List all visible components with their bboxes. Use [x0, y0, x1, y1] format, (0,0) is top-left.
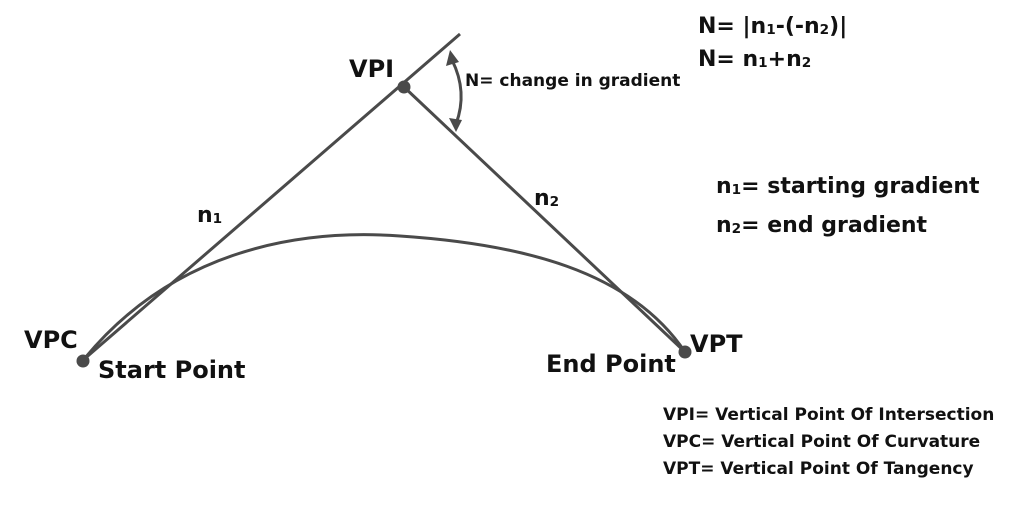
start-point-label: Start Point: [98, 356, 246, 384]
legend-vpi: VPI= Vertical Point Of Intersection: [663, 405, 995, 425]
vpi-label: VPI: [349, 55, 395, 83]
vpi-point: [397, 80, 411, 94]
vertical-curve: [83, 233, 687, 359]
formula-n-absolute: N= |n1-(-n2)|: [698, 14, 848, 39]
starting-gradient-definition: n1= starting gradient: [716, 174, 980, 199]
legend-vpt: VPT= Vertical Point Of Tangency: [663, 459, 974, 479]
tangent-line-n2: [402, 85, 687, 354]
vpt-point: [678, 345, 692, 359]
n1-tangent-label: n1: [197, 203, 223, 228]
tangent-line-n1: [81, 32, 461, 363]
vpc-point: [76, 354, 90, 368]
formula-n-sum: N= n1+n2: [698, 47, 812, 72]
vpt-label: VPT: [690, 330, 743, 358]
double-headed-curved-arrow-icon: [446, 50, 463, 132]
legend-vpc: VPC= Vertical Point Of Curvature: [663, 432, 981, 452]
end-gradient-definition: n2= end gradient: [716, 213, 928, 238]
end-point-label: End Point: [546, 350, 676, 378]
change-in-gradient-note: N= change in gradient: [465, 71, 681, 91]
vpc-label: VPC: [24, 326, 78, 354]
n2-tangent-label: n2: [534, 186, 560, 211]
